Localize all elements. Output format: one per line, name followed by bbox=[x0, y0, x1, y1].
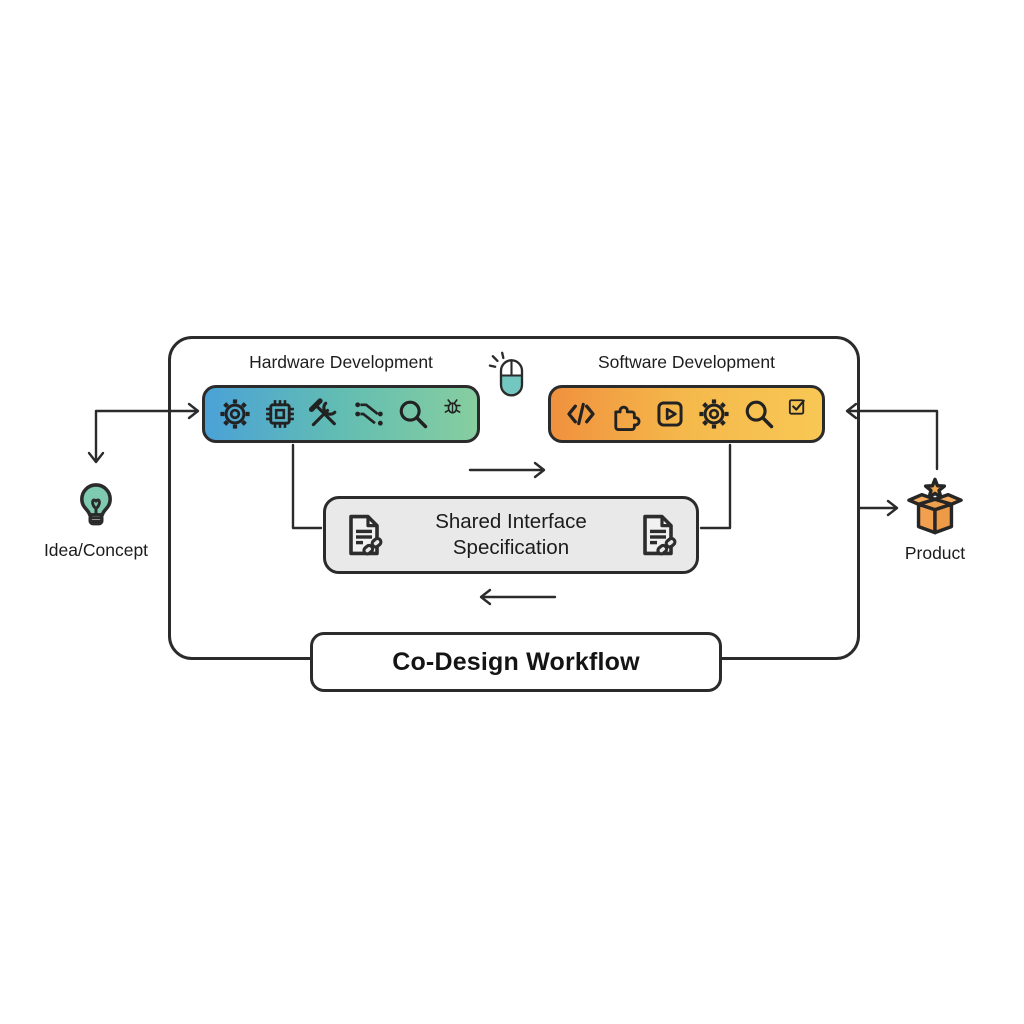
circuit-route-icon bbox=[352, 397, 386, 431]
connector-software-spec bbox=[699, 443, 732, 530]
connector-hardware-spec bbox=[291, 443, 323, 530]
chip-icon bbox=[263, 397, 297, 431]
diagram-title: Co-Design Workflow bbox=[392, 647, 640, 676]
spec-document-right bbox=[634, 511, 682, 559]
gear-icon bbox=[697, 397, 731, 431]
hardware-development-bar bbox=[202, 385, 480, 443]
spec-label: Shared Interface Specification bbox=[396, 509, 626, 561]
product-box-icon bbox=[903, 475, 967, 539]
arrow-idea-hardware bbox=[87, 402, 200, 464]
play-icon bbox=[653, 397, 687, 431]
software-development-title: Software Development bbox=[597, 352, 776, 372]
idea-concept-label: Idea/Concept bbox=[43, 540, 149, 560]
product-box-icon bbox=[903, 475, 967, 539]
lightbulb-icon bbox=[71, 477, 121, 532]
document-link-icon bbox=[340, 511, 388, 559]
arrow-product-software bbox=[845, 402, 939, 471]
software-development-bar bbox=[548, 385, 825, 443]
arrow-feedback bbox=[479, 588, 557, 606]
magnifier-icon bbox=[396, 397, 430, 431]
puzzle-icon bbox=[608, 397, 642, 431]
gear-icon bbox=[218, 397, 252, 431]
arrow-frame-product bbox=[858, 499, 899, 517]
diagram-title-box: Co-Design Workflow bbox=[310, 632, 722, 692]
bug-icon bbox=[441, 395, 464, 418]
product-label: Product bbox=[904, 543, 966, 563]
document-link-icon bbox=[634, 511, 682, 559]
spec-document-left bbox=[340, 511, 388, 559]
lightbulb-icon bbox=[71, 477, 121, 532]
mouse-click-icon bbox=[488, 351, 528, 400]
shared-interface-spec-box: Shared Interface Specification bbox=[323, 496, 699, 574]
arrow-forward bbox=[468, 461, 546, 479]
spec-label-line2: Specification bbox=[452, 536, 570, 559]
spec-label-line1: Shared Interface bbox=[435, 510, 587, 533]
code-icon bbox=[564, 397, 598, 431]
checkbox-icon bbox=[786, 395, 809, 418]
hardware-development-title: Hardware Development bbox=[249, 352, 433, 372]
hammer-wrench-icon bbox=[307, 397, 341, 431]
magnifier-icon bbox=[742, 397, 776, 431]
mouse-click-icon bbox=[488, 351, 528, 400]
